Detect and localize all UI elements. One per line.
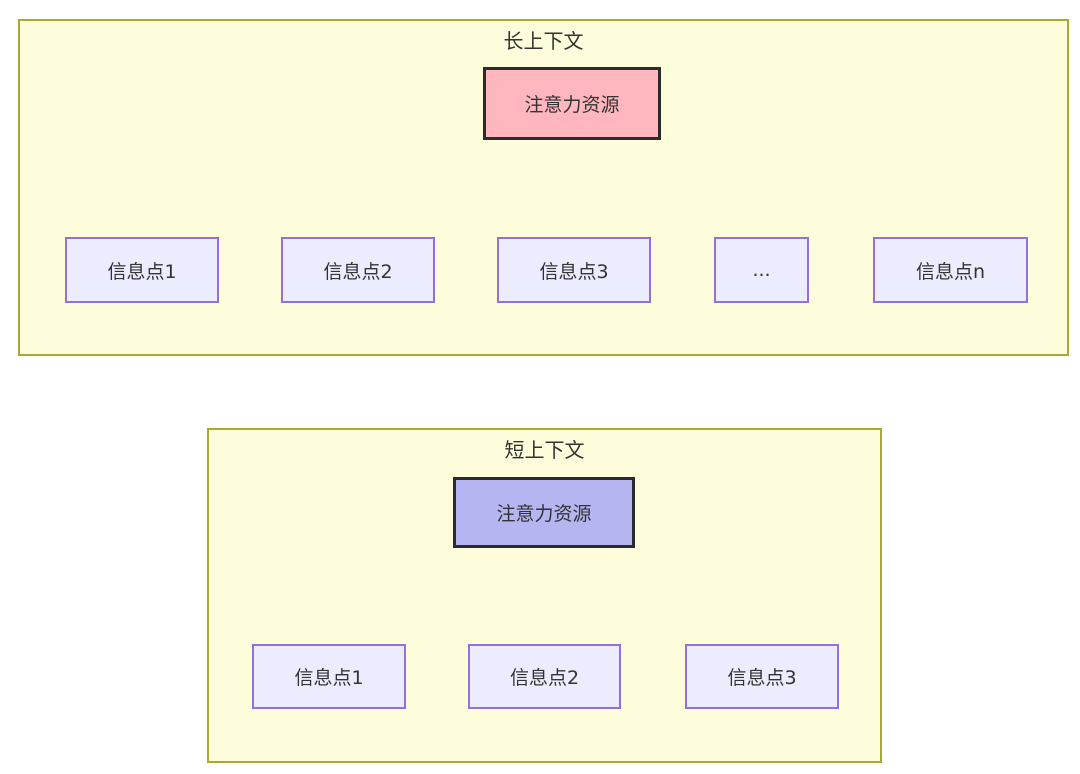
- long-info-node-ellipsis: ...: [714, 237, 809, 303]
- short-attention-resource-node: 注意力资源: [453, 477, 635, 548]
- long-info-node-3: 信息点3: [497, 237, 651, 303]
- long-info-node-1: 信息点1: [65, 237, 219, 303]
- long-info-node-n: 信息点n: [873, 237, 1028, 303]
- short-info-node-2: 信息点2: [468, 644, 621, 709]
- long-context-title: 长上下文: [503, 29, 584, 53]
- short-info-node-3: 信息点3: [685, 644, 839, 709]
- short-context-title: 短上下文: [504, 438, 585, 462]
- short-info-node-1: 信息点1: [252, 644, 406, 709]
- long-attention-resource-node: 注意力资源: [483, 67, 661, 140]
- long-info-node-2: 信息点2: [281, 237, 435, 303]
